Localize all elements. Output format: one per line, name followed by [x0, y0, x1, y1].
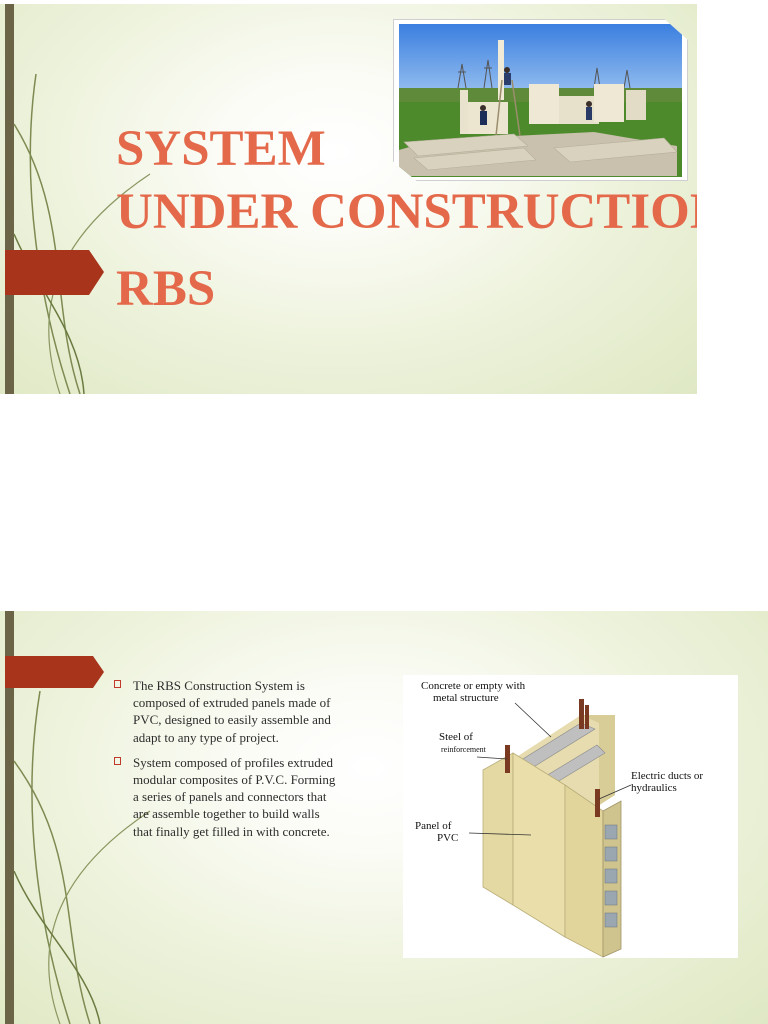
left-accent-bar — [5, 4, 14, 394]
diagram-label-concrete: Concrete or empty with — [421, 680, 526, 692]
bullet-square-icon — [114, 756, 121, 765]
diagram-label-pvc: PVC — [437, 832, 459, 844]
pvc-panel-diagram: Concrete or empty with metal structure S… — [403, 675, 738, 958]
red-arrow-flag — [5, 656, 104, 688]
bullet-item: The RBS Construction System is composed … — [114, 677, 339, 746]
diagram-label-metal-structure: metal structure — [433, 692, 499, 704]
decorative-swirl-lines — [13, 690, 151, 1024]
diagram-label-electric-ducts: Electric ducts or — [631, 770, 704, 782]
slide-title: SYSTEM UNDER CONSTRUCTION RBS — [0, 4, 697, 394]
left-accent-bar — [5, 611, 14, 1024]
slide-title-line1: SYSTEM — [116, 121, 326, 177]
diagram-label-hydraulics: hydraulics — [631, 782, 677, 794]
slide-content: The RBS Construction System is composed … — [0, 611, 768, 1024]
bullet-list: The RBS Construction System is composed … — [114, 677, 339, 848]
slide-title-line2: UNDER CONSTRUCTION — [116, 184, 697, 240]
bullet-text: The RBS Construction System is composed … — [133, 678, 331, 745]
bullet-text: System composed of profiles extruded mod… — [133, 754, 336, 839]
bullet-square-icon — [114, 680, 121, 688]
red-arrow-flag — [5, 250, 104, 295]
construction-site-image — [399, 24, 682, 177]
diagram-label-steel: Steel of — [439, 731, 473, 743]
bullet-item: System composed of profiles extruded mod… — [114, 754, 339, 840]
slide-title-line3: RBS — [116, 261, 216, 317]
diagram-label-reinforcement: reinforcement — [441, 745, 486, 754]
pvc-wall-illustration — [468, 699, 632, 958]
construction-photo — [393, 19, 688, 181]
diagram-label-panel: Panel of — [415, 820, 452, 832]
